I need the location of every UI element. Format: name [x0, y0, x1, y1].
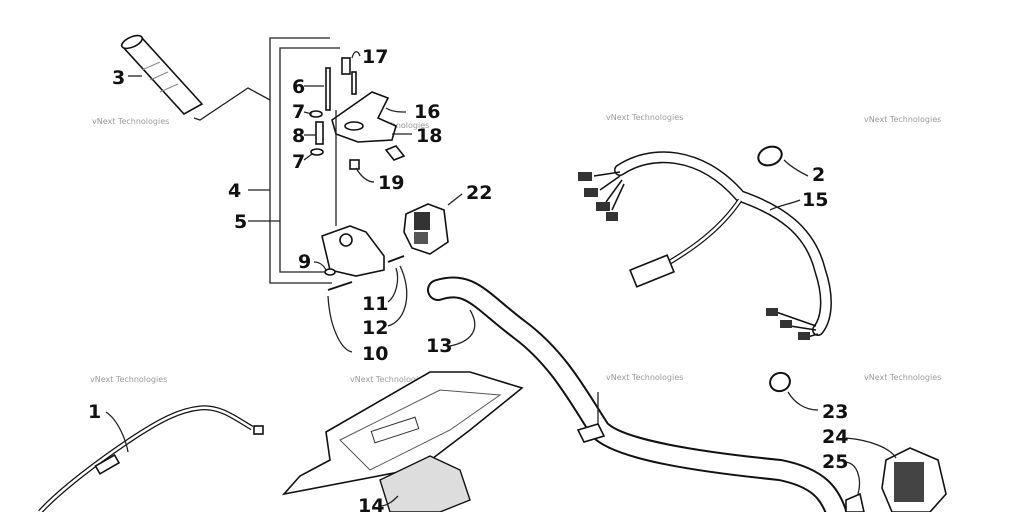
- watermark: vNext Technologies: [606, 113, 683, 122]
- watermark: vNext Technologies: [864, 115, 941, 124]
- callout-11: 17: [362, 46, 388, 68]
- callout-18: 13: [426, 335, 452, 357]
- callout-6: 6: [292, 76, 305, 98]
- callout-23: 23: [822, 401, 848, 423]
- watermark: vNext Technologies: [92, 117, 169, 126]
- callout-22: 15: [802, 189, 828, 211]
- bushing-8: [315, 121, 324, 145]
- callout-14: 22: [466, 182, 492, 204]
- callout-4: 4: [228, 180, 241, 202]
- callout-7-lower: 7: [292, 151, 305, 173]
- callout-5: 5: [234, 211, 247, 233]
- callout-24: 24: [822, 426, 848, 448]
- leader-lines: [105, 51, 897, 507]
- clip-13: [349, 159, 360, 170]
- callout-7-upper: 7: [292, 101, 305, 123]
- clips: [757, 145, 791, 393]
- callout-labels: 3 6 7 8 7 17 16 18 19 22 4 5 9 11 12 10 …: [88, 46, 848, 512]
- magnet-11: [341, 57, 351, 75]
- wiring-harness-22: [578, 151, 832, 340]
- screw-15: [327, 281, 353, 291]
- throttle-housing: [321, 225, 405, 291]
- watermark: vNext Technologies: [606, 373, 683, 382]
- screw-16: [387, 255, 405, 263]
- callout-13: 19: [378, 172, 404, 194]
- callout-17: 12: [362, 317, 388, 339]
- callout-10: 16: [414, 101, 440, 123]
- throttle-cable-1: [38, 405, 264, 512]
- washer-7-lower: [310, 148, 324, 156]
- sensor-11: [351, 71, 357, 95]
- hand-grip: [120, 34, 271, 121]
- switch-housing-14: [403, 193, 463, 255]
- callout-15: 10: [362, 343, 388, 365]
- watermark: vNext Technologies: [864, 373, 941, 382]
- callout-3: 3: [112, 67, 125, 89]
- handlebar-18: [427, 276, 847, 512]
- bracket-lines: [248, 37, 340, 284]
- pin-6: [325, 67, 331, 111]
- throttle-lever-10: [331, 91, 397, 143]
- callout-9: 9: [298, 251, 311, 273]
- callout-1: 1: [88, 401, 101, 423]
- watermark: vNext Technologies: [90, 375, 167, 384]
- connector-12: [384, 145, 406, 161]
- throttle-components: [309, 57, 406, 226]
- watermark: vNext Technologies: [350, 375, 427, 384]
- callout-12: 18: [416, 125, 442, 147]
- callout-25: 25: [822, 451, 848, 473]
- handlebar-pad-19: [281, 371, 524, 512]
- callout-19: 14: [358, 495, 384, 512]
- switch-assembly-24: [845, 447, 947, 512]
- callout-8: 8: [292, 125, 305, 147]
- callout-16: 11: [362, 293, 388, 315]
- callout-2: 2: [812, 164, 825, 186]
